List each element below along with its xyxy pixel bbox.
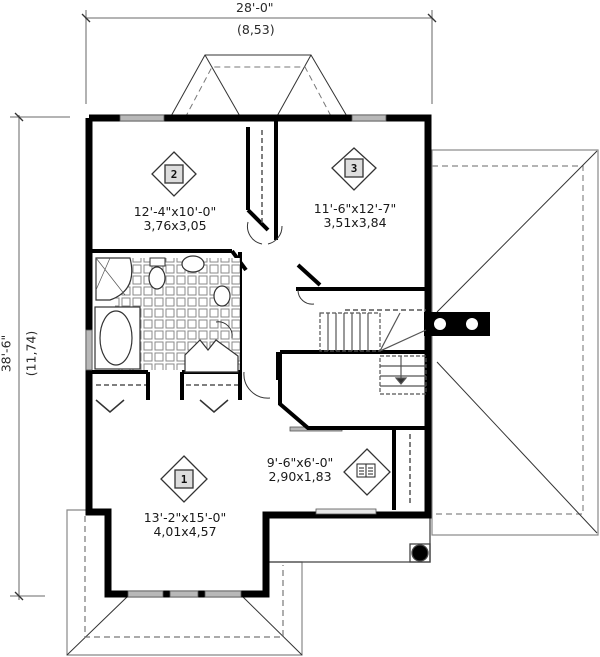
bedroom-2-size-metric: 3,76x3,05 (143, 218, 207, 233)
exterior-walls (85, 114, 432, 598)
study-size-metric: 2,90x1,83 (268, 469, 332, 484)
bedroom-3-label: 11'-6"x12'-7" 3,51x3,84 (292, 202, 418, 230)
room-tag-2: 2 (170, 167, 178, 181)
closet-shelves (96, 130, 426, 506)
study-label: 9'-6"x6'-0" 2,90x1,83 (250, 456, 350, 484)
bedroom-3-size-imperial: 11'-6"x12'-7" (313, 201, 397, 216)
top-dormer-roof (169, 54, 349, 119)
room-tag-1: 1 (180, 472, 188, 486)
room-tag-3: 3 (350, 161, 358, 175)
door-swings[interactable] (215, 221, 315, 399)
bedroom-1-size-metric: 4,01x4,57 (153, 524, 217, 539)
overall-depth-imperial: 38'-6" (0, 334, 14, 373)
toilet (148, 266, 166, 290)
closet-doors[interactable] (95, 399, 229, 413)
shower (95, 257, 133, 301)
dimension-lines (10, 10, 437, 601)
room-tags (151, 147, 391, 503)
overall-width-imperial: 28'-0" (236, 0, 274, 15)
study-size-imperial: 9'-6"x6'-0" (266, 455, 334, 470)
book-icon (356, 463, 376, 478)
linen-closet (184, 339, 239, 373)
bedroom-3-size-metric: 3,51x3,84 (323, 215, 387, 230)
right-roof (431, 149, 599, 536)
sink-1 (181, 255, 205, 273)
bedroom-1-size-imperial: 13'-2"x15'-0" (143, 510, 227, 525)
chimney (424, 312, 490, 336)
bathroom (94, 255, 240, 373)
overall-depth-metric: (11,74) (23, 330, 39, 377)
bedroom-2-label: 12'-4"x10'-0" 3,76x3,05 (112, 205, 238, 233)
bedroom-2-size-imperial: 12'-4"x10'-0" (133, 204, 217, 219)
staircase[interactable] (319, 312, 427, 395)
bedroom-1-label: 13'-2"x15'-0" 4,01x4,57 (122, 511, 248, 539)
sink-2 (213, 285, 231, 307)
overall-width-metric: (8,53) (237, 22, 275, 37)
porch (264, 515, 431, 563)
